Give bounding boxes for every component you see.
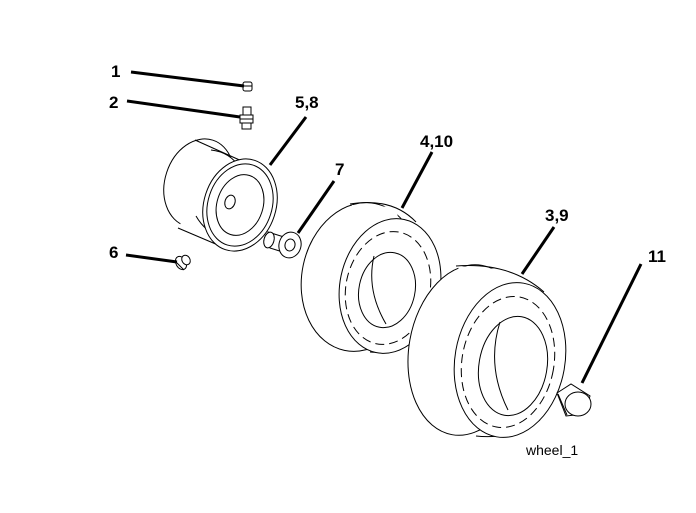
callout-2: 2 — [109, 93, 118, 112]
leader-6 — [125, 253, 178, 264]
callout-1: 1 — [111, 62, 120, 81]
leader-3-9 — [520, 226, 556, 275]
part-2-valve-stem — [239, 106, 254, 130]
part-1-valve-cap — [242, 81, 253, 92]
callout-labels: 1 2 5,8 7 4,10 6 3,9 11 — [109, 62, 666, 266]
leader-11 — [580, 263, 643, 384]
leader-5-8 — [268, 116, 308, 166]
callout-3-9: 3,9 — [545, 206, 569, 225]
callout-4-10: 4,10 — [420, 132, 453, 151]
tire-3-9 — [407, 264, 567, 438]
callout-7: 7 — [335, 160, 344, 179]
part-7-bushing — [263, 231, 302, 259]
leader-2 — [126, 99, 241, 119]
leader-4-10 — [400, 151, 434, 209]
callout-11: 11 — [648, 247, 666, 266]
callout-6: 6 — [109, 243, 118, 262]
part-6-bolt — [174, 254, 191, 271]
leader-1 — [130, 70, 245, 88]
part-11-hub-cap — [556, 383, 592, 417]
rim-assembly — [163, 138, 278, 252]
leader-lines — [125, 70, 643, 384]
callout-5-8: 5,8 — [295, 93, 319, 112]
leader-7 — [296, 180, 336, 234]
figure-caption: wheel_1 — [525, 442, 578, 458]
